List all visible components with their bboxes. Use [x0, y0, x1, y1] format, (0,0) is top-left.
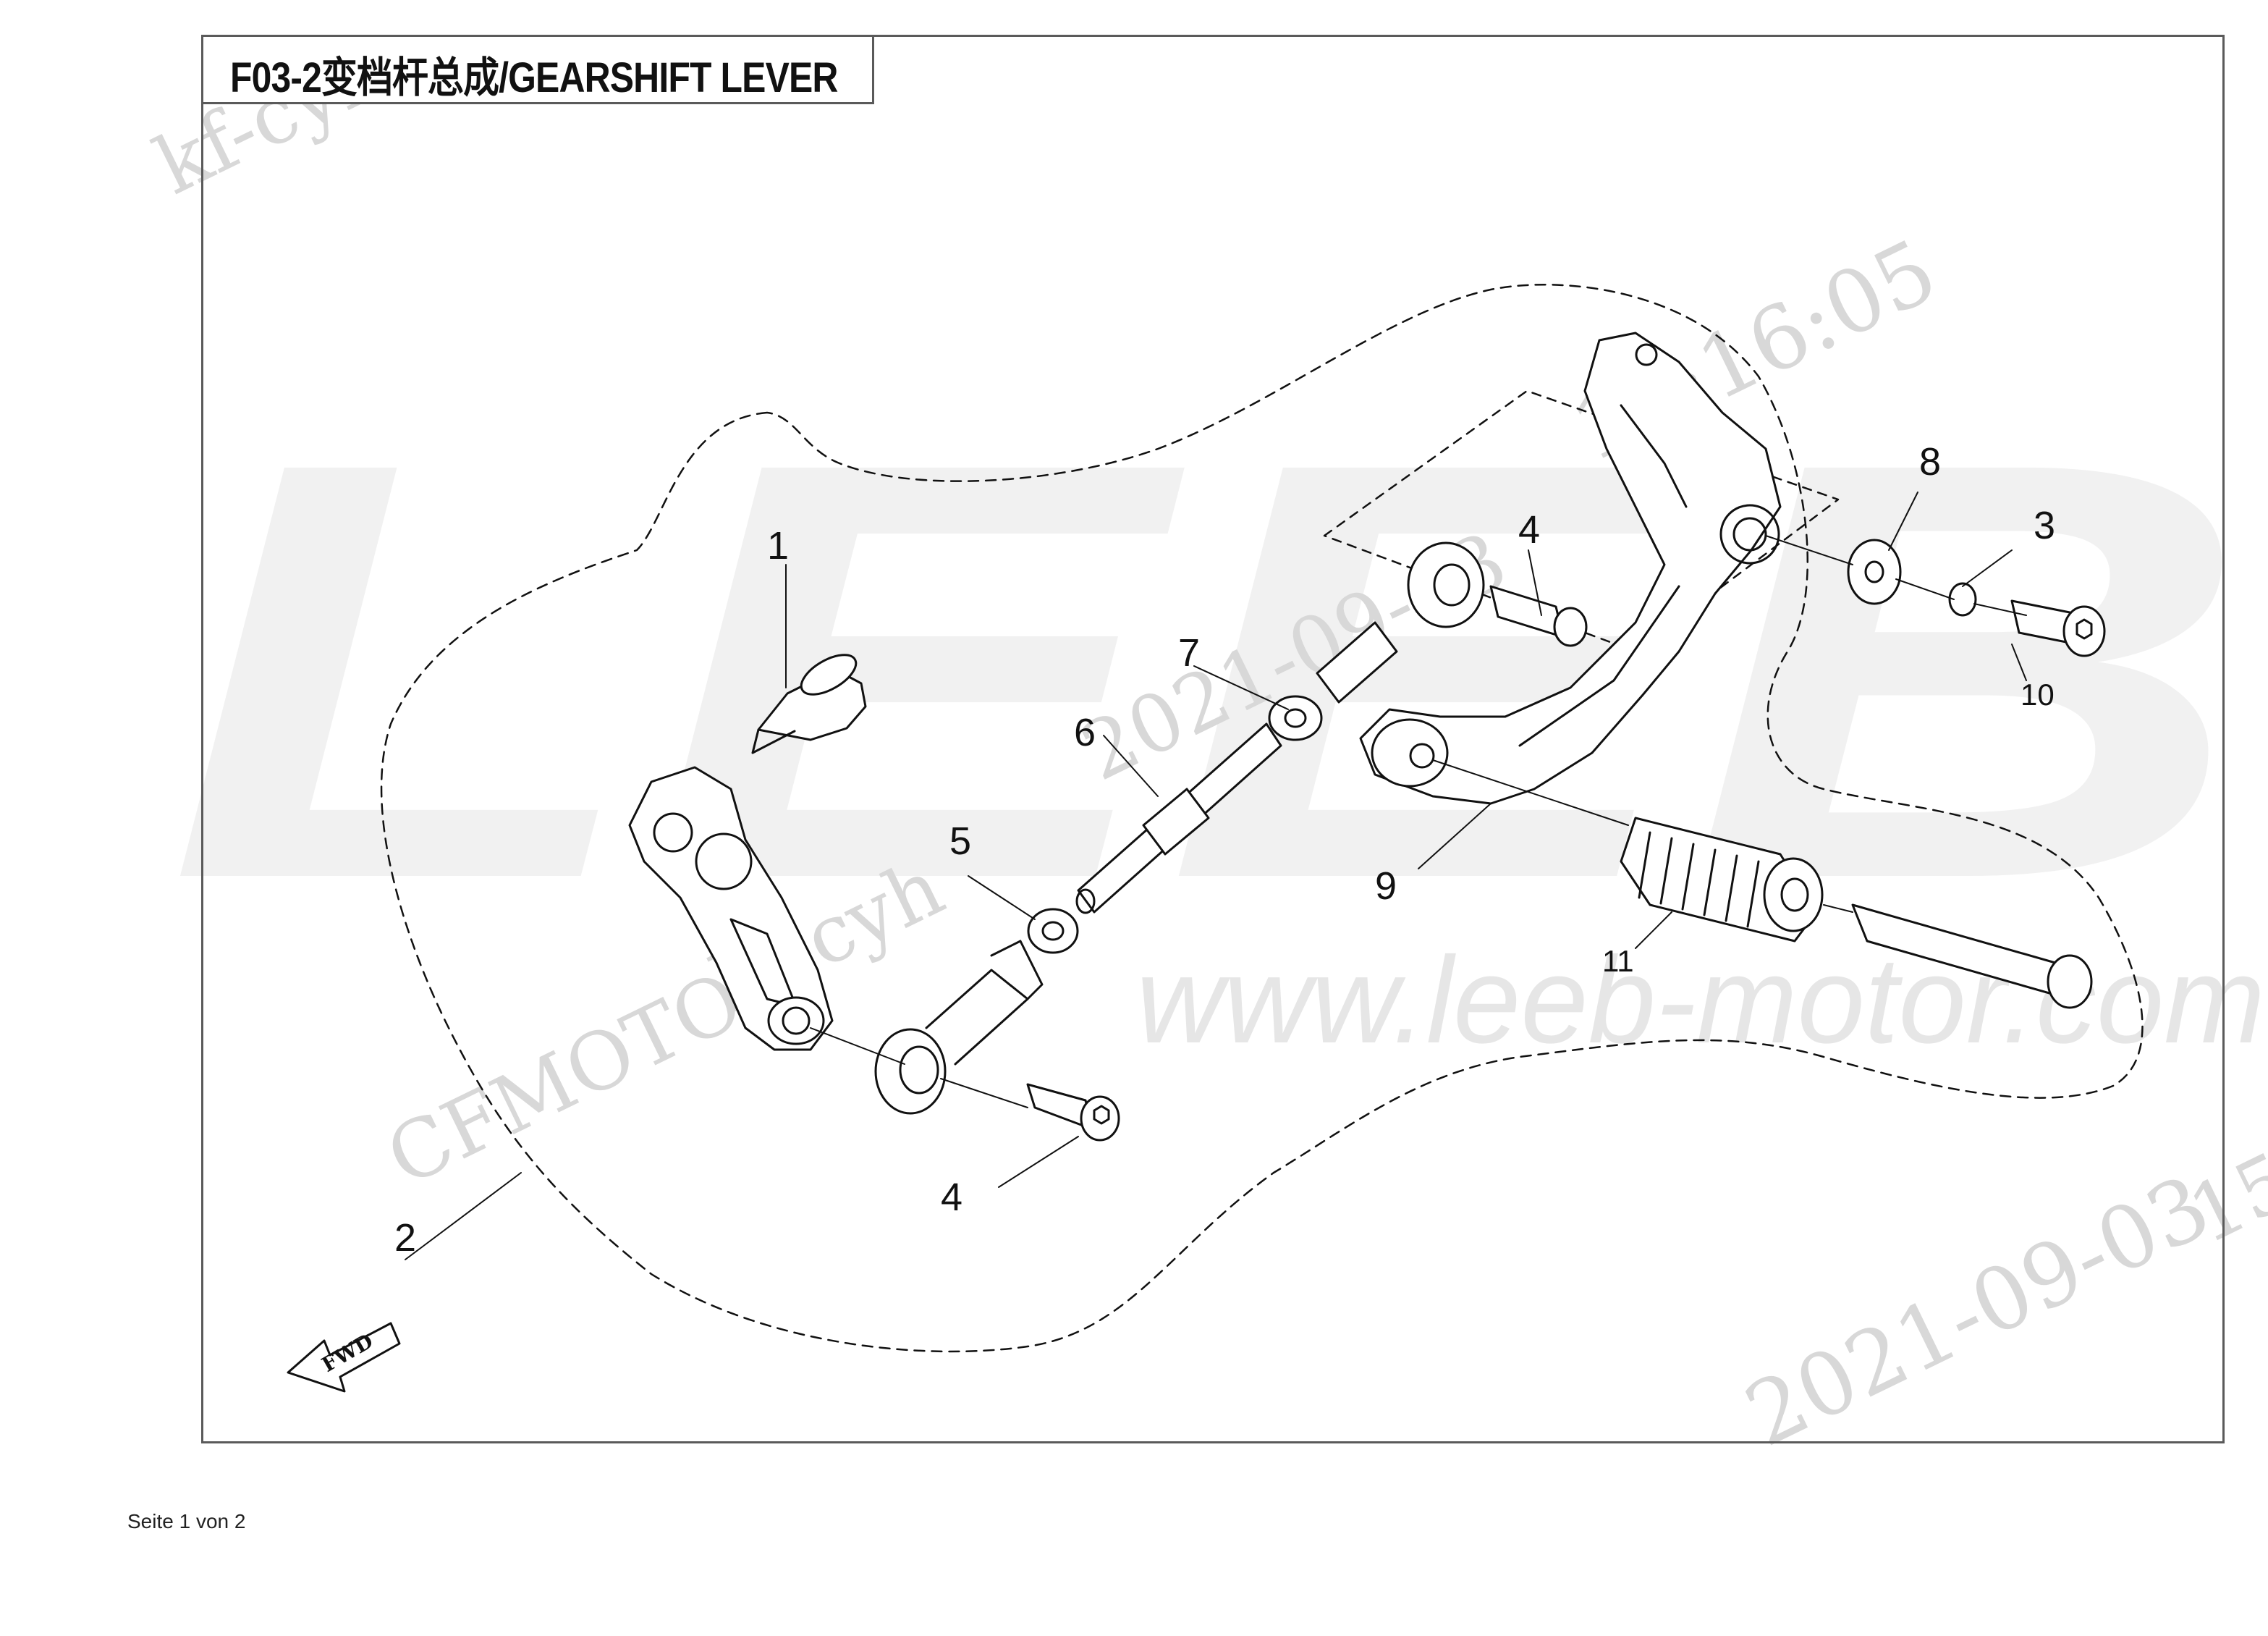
pivot-bolt — [2010, 599, 2106, 657]
gearshift-pedal — [1359, 332, 1782, 805]
drawing-frame — [201, 35, 2225, 1443]
flat-washer — [1847, 539, 1902, 605]
assembly-boundary-dashed — [380, 284, 2144, 1353]
page-title: F03-2变档杆总成/GEARSHIFT LEVER — [230, 54, 838, 101]
callout-7: 7 — [1178, 631, 1200, 675]
callout-10: 10 — [2021, 678, 2055, 712]
lock-nut-upper — [1268, 695, 1323, 741]
flange-bolt — [751, 654, 867, 754]
hex-socket-bolt-lower — [1026, 1083, 1120, 1142]
callout-11: 11 — [1602, 944, 1634, 978]
foot-peg-bolt — [1851, 903, 2093, 1009]
leader-lines — [405, 492, 2027, 1260]
watermark-brand: LEEB — [166, 339, 2251, 1002]
callout-4-upper: 4 — [1518, 508, 1540, 552]
title-box — [201, 35, 874, 104]
callout-6: 6 — [1074, 711, 1096, 754]
callout-5: 5 — [949, 819, 971, 863]
callout-9: 9 — [1375, 864, 1397, 908]
callout-1: 1 — [767, 524, 789, 568]
spring-washer — [1948, 582, 1977, 617]
callout-3: 3 — [2034, 504, 2055, 547]
rod-end-upper — [1316, 541, 1485, 704]
forward-arrow — [287, 1322, 401, 1393]
foot-peg-rubber — [1620, 817, 1824, 943]
lock-nut-lower — [1027, 908, 1079, 954]
rod-end-lower — [874, 940, 1044, 1115]
page-footer: Seite 1 von 2 — [127, 1510, 246, 1532]
callout-2: 2 — [394, 1216, 416, 1260]
callout-4-lower: 4 — [941, 1176, 962, 1219]
adjuster-rod — [1075, 722, 1282, 914]
hex-socket-bolt-upper — [1489, 585, 1588, 647]
callout-8: 8 — [1919, 440, 1941, 484]
shift-arm — [628, 766, 834, 1051]
